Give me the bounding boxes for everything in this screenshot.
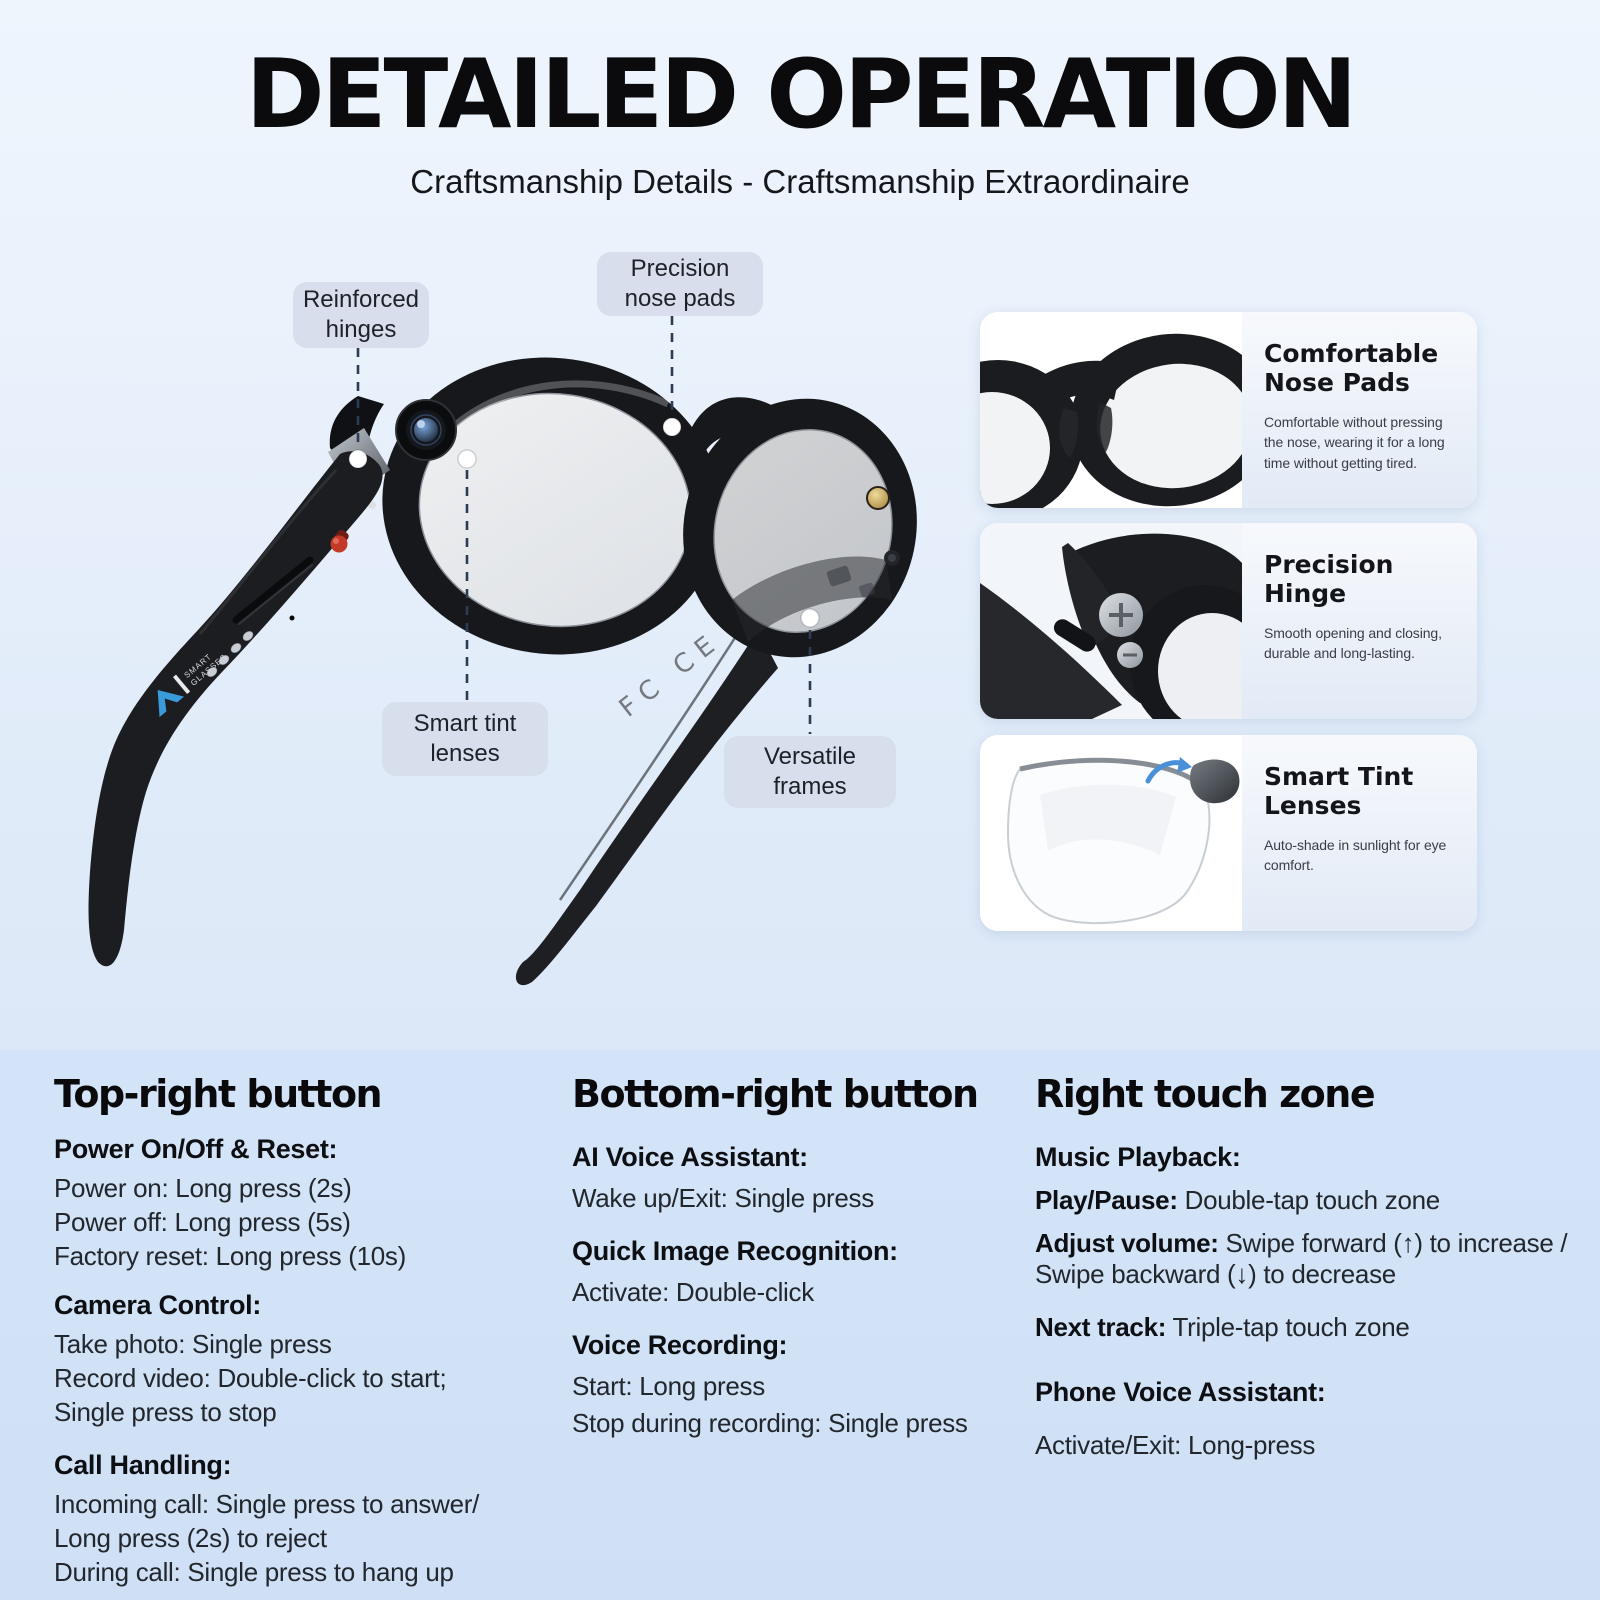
card-title: Comfortable Nose Pads xyxy=(1264,339,1439,397)
hinge-photo xyxy=(980,523,1280,719)
dot-nose-pad xyxy=(662,417,682,437)
charging-contacts xyxy=(206,631,254,677)
card-body: Auto-shade in sunlight for eye comfort. xyxy=(1264,837,1447,874)
card-title: Smart Tint Lenses xyxy=(1264,762,1414,820)
card-text: Comfortable Nose Pads Comfortable withou… xyxy=(1242,312,1477,508)
left-temple: SMART GLASSES xyxy=(88,451,383,967)
operation-label: Voice Recording: xyxy=(572,1330,788,1360)
operation-label: AI Voice Assistant: xyxy=(572,1142,808,1172)
dot-hinge xyxy=(348,449,368,469)
gold-contact xyxy=(866,486,890,510)
dot-tint-lens xyxy=(457,449,477,469)
column-heading: Top-right button xyxy=(54,1072,383,1116)
operation-label: Camera Control: xyxy=(54,1290,262,1320)
callout-precision-nose-pads: Precision nose pads xyxy=(597,252,763,316)
operation-label: Quick Image Recognition: xyxy=(572,1236,898,1266)
operations-section xyxy=(0,1050,1600,1600)
operation-line: Play/Pause: Double-tap touch zone xyxy=(1035,1185,1440,1215)
column-bottom-right-button: Bottom-right button AI Voice Assistant: … xyxy=(572,1050,1002,1445)
callout-versatile-frames: Versatile frames xyxy=(724,736,896,808)
feature-card-nose-pads: Comfortable Nose Pads Comfortable withou… xyxy=(980,312,1477,508)
callout-smart-tint-lenses: Smart tint lenses xyxy=(382,702,548,776)
operation-line: Wake up/Exit: Single press xyxy=(572,1183,874,1213)
operation-line: During call: Single press to hang up xyxy=(54,1557,454,1587)
operation-line: Stop during recording: Single press xyxy=(572,1408,968,1438)
operation-label: Power On/Off & Reset: xyxy=(54,1134,338,1164)
operation-line: Factory reset: Long press (10s) xyxy=(54,1241,406,1271)
operation-line: Adjust volume: Swipe forward (↑) to incr… xyxy=(1035,1228,1568,1289)
page-title: DETAILED OPERATION xyxy=(245,40,1357,150)
operation-label: Phone Voice Assistant: xyxy=(1035,1377,1326,1407)
lens-reflection xyxy=(732,556,892,642)
operation-line: Next track: Triple-tap touch zone xyxy=(1035,1312,1410,1342)
feature-card-tint-lenses: Smart Tint Lenses Auto-shade in sunlight… xyxy=(980,735,1477,931)
operation-line: Take photo: Single press xyxy=(54,1329,332,1359)
operation-line: Incoming call: Single press to answer/ xyxy=(54,1489,480,1519)
callout-dots xyxy=(348,417,820,628)
front-frame xyxy=(328,357,917,658)
tinted-lens xyxy=(1190,759,1240,804)
operation-label: Music Playback: xyxy=(1035,1142,1241,1172)
speaker-slot xyxy=(232,556,314,624)
product-photo-smart-glasses: FC CE RoHS xyxy=(88,316,917,986)
operation-line: Start: Long press xyxy=(572,1371,765,1401)
card-title: Precision Hinge xyxy=(1264,550,1394,608)
operation-line: Activate: Double-click xyxy=(572,1277,814,1307)
card-text: Smart Tint Lenses Auto-shade in sunlight… xyxy=(1242,735,1477,931)
hero-section: DETAILED OPERATION Craftsmanship Details… xyxy=(0,0,1600,1050)
operation-label: Call Handling: xyxy=(54,1450,232,1480)
card-body: Comfortable without pressing the nose, w… xyxy=(1264,414,1445,471)
column-heading: Bottom-right button xyxy=(572,1072,979,1116)
tint-lenses-photo xyxy=(980,735,1242,931)
column-heading: Right touch zone xyxy=(1035,1072,1376,1116)
operation-line: Power off: Long press (5s) xyxy=(54,1207,351,1237)
camera-lens-icon xyxy=(395,399,457,461)
card-body: Smooth opening and closing, durable and … xyxy=(1264,625,1442,662)
mic-hole xyxy=(289,615,295,621)
callout-reinforced-hinges: Reinforced hinges xyxy=(293,282,429,348)
card-text: Precision Hinge Smooth opening and closi… xyxy=(1242,523,1477,719)
operation-line: Single press to stop xyxy=(54,1397,277,1427)
red-button xyxy=(330,529,349,553)
nose-pads-photo xyxy=(980,312,1274,508)
dot-frame xyxy=(800,608,820,628)
operation-line: Long press (2s) to reject xyxy=(54,1523,327,1553)
callout-connectors xyxy=(356,316,812,734)
operation-line: Power on: Long press (2s) xyxy=(54,1173,352,1203)
column-top-right-button: Top-right button Power On/Off & Reset: P… xyxy=(54,1050,524,1591)
operation-line: Record video: Double-click to start; xyxy=(54,1363,447,1393)
operation-line: Activate/Exit: Long-press xyxy=(1035,1430,1316,1460)
feature-card-hinge: Precision Hinge Smooth opening and closi… xyxy=(980,523,1477,719)
page-subtitle: Craftsmanship Details - Craftsmanship Ex… xyxy=(410,163,1190,200)
column-right-touch-zone: Right touch zone Music Playback: Play/Pa… xyxy=(1035,1050,1580,1473)
